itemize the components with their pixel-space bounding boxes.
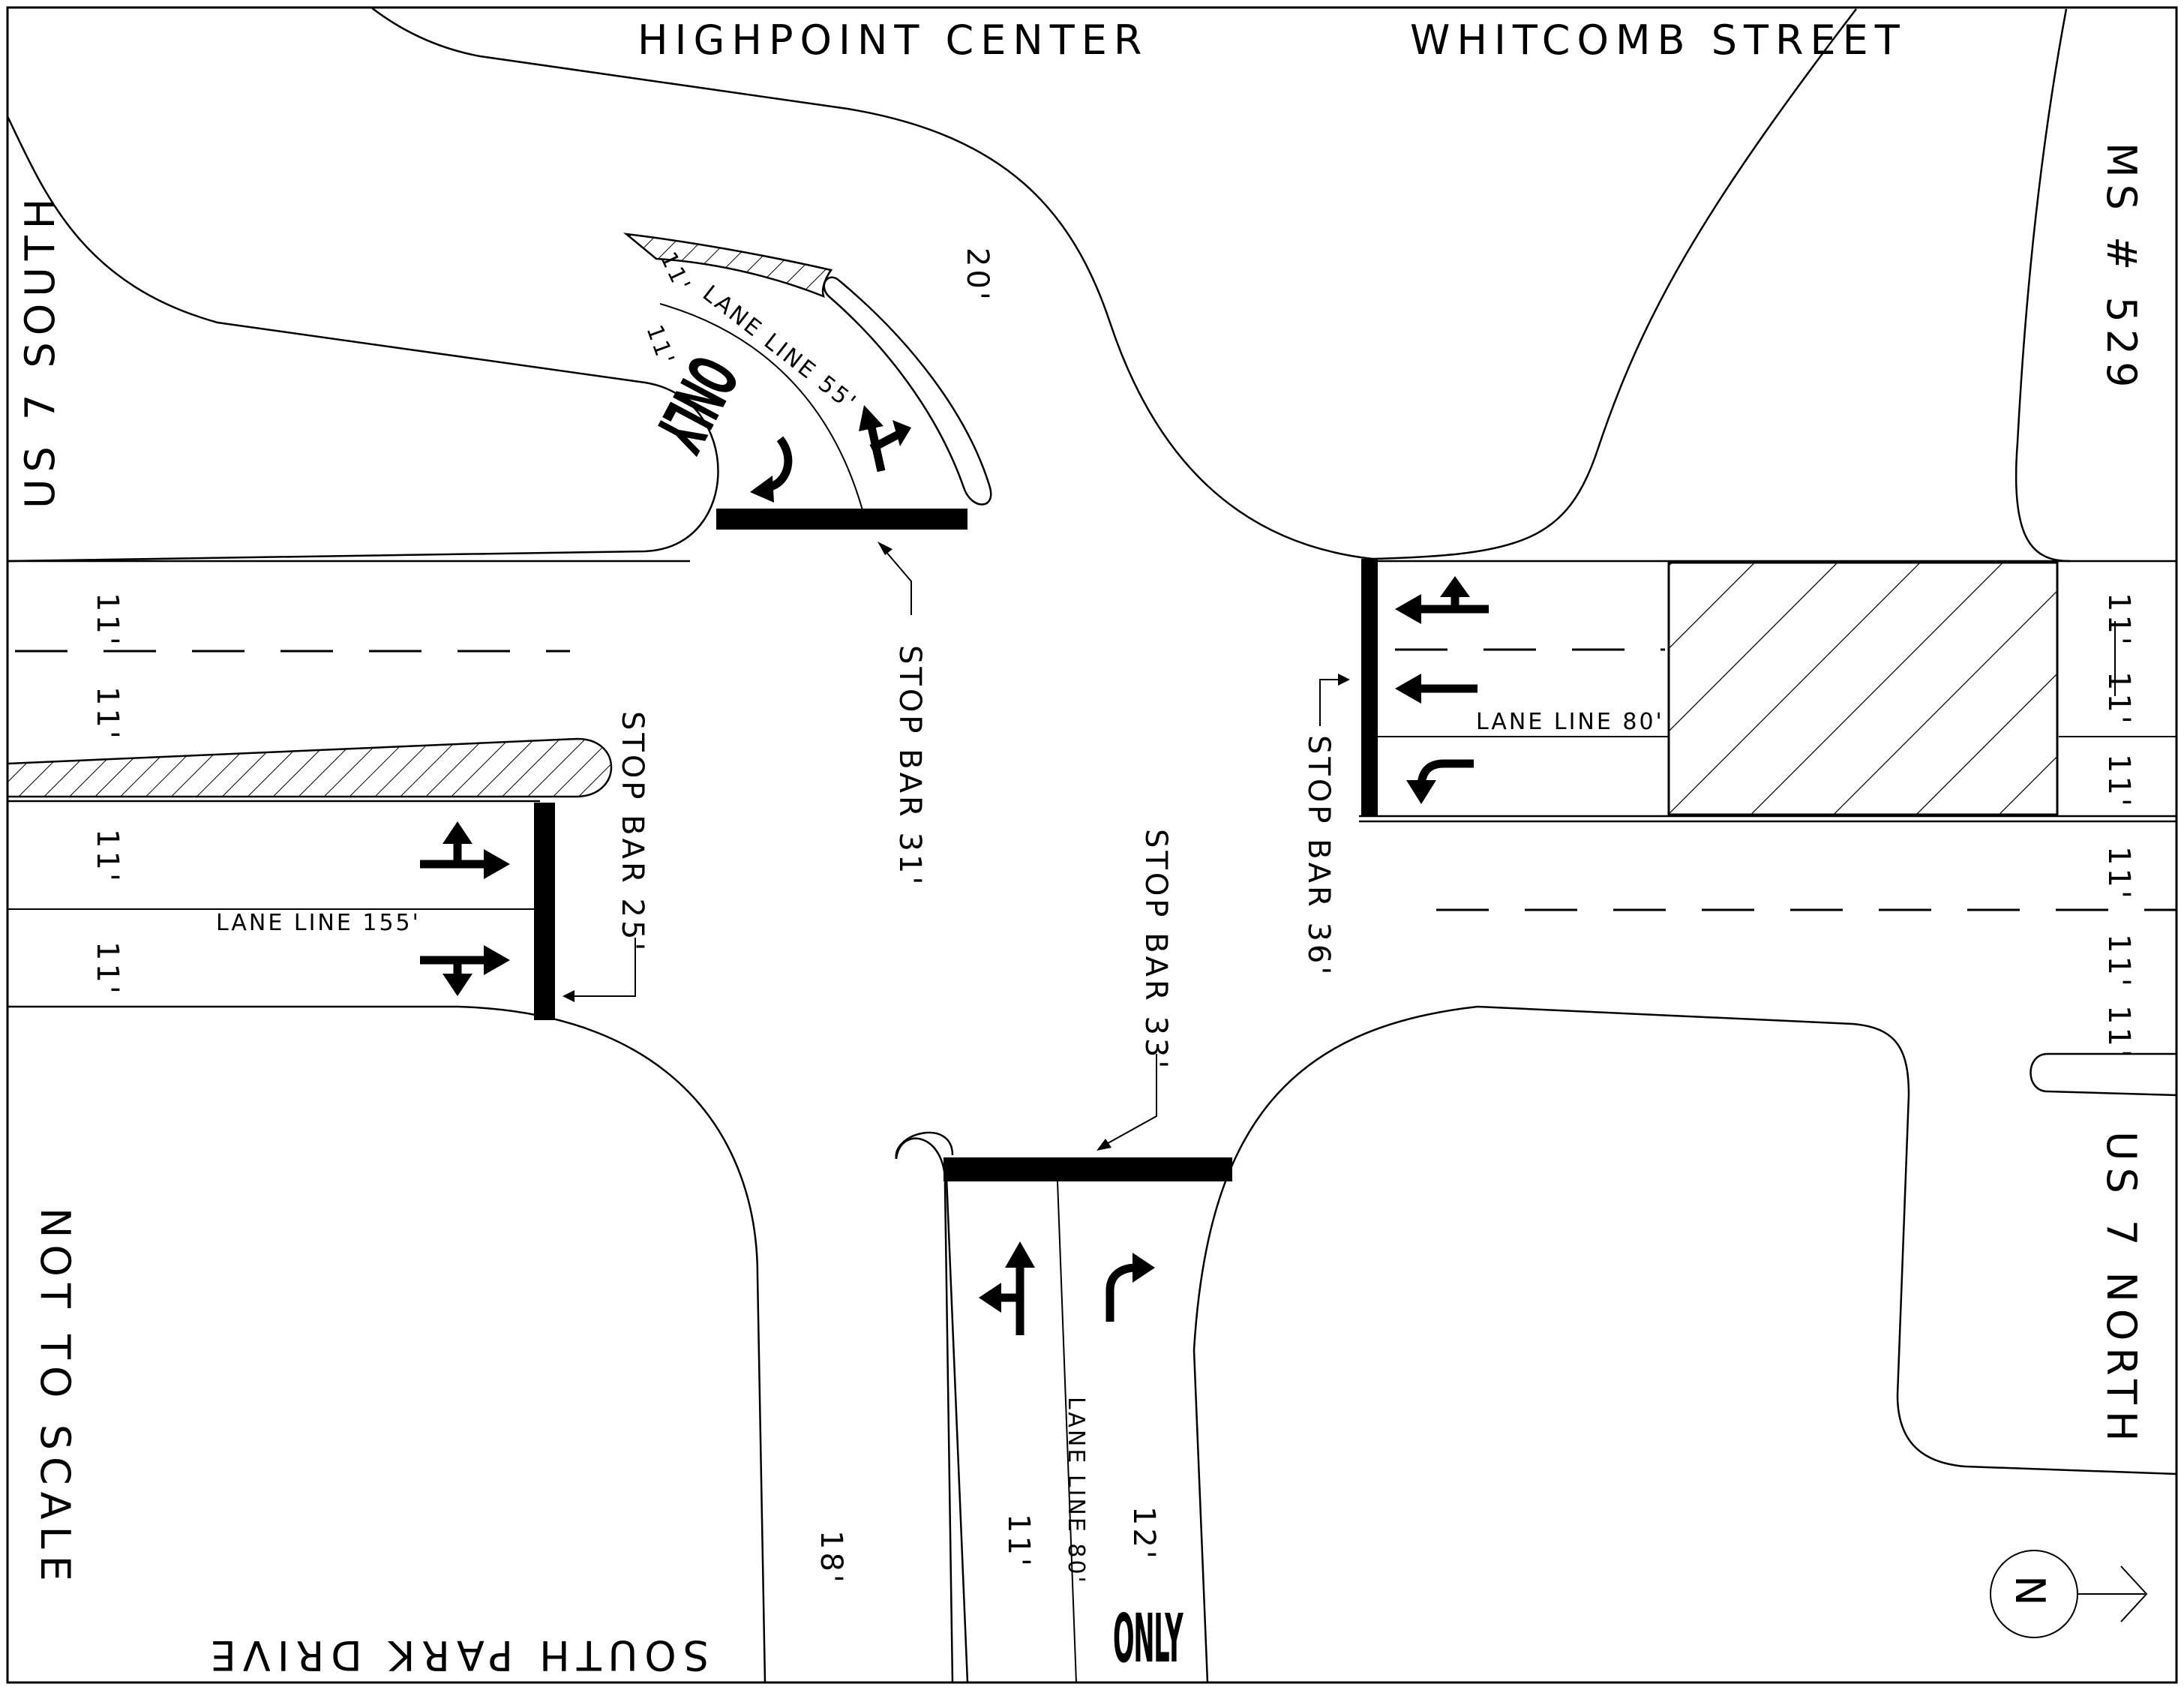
label-width-south-island: 18' — [814, 1530, 848, 1586]
west-left-through-arrow — [420, 821, 510, 879]
south-left-through-arrow — [979, 1241, 1035, 1335]
east-turn-arrow — [1406, 759, 1474, 804]
label-width-east-2: 11' — [2102, 671, 2136, 727]
north-hatched-median — [622, 233, 833, 299]
label-width-west-1: 11' — [90, 593, 124, 648]
label-width-east-4: 11' — [2102, 846, 2136, 902]
road-name-highpoint: HIGHPOINT CENTER — [638, 17, 1148, 64]
south-left-edge — [945, 1177, 969, 1683]
label-width-south-left: 11' — [1001, 1514, 1036, 1569]
label-stop-bar-east: STOP BAR 36' — [1301, 735, 1336, 977]
east-left-uturn-arrow — [1395, 576, 1489, 624]
west-right-through-arrow — [420, 945, 510, 996]
label-lane-line-east: LANE LINE 80' — [1476, 709, 1664, 735]
label-stop-bar-south: STOP BAR 33' — [1138, 829, 1173, 1071]
label-width-north-inner: 11' — [640, 322, 680, 370]
label-width-west-2: 11' — [90, 686, 124, 742]
stop-bar-west — [534, 803, 555, 1020]
label-width-north-island: 20' — [960, 248, 994, 303]
road-edges — [6, 7, 2177, 1683]
drawing-frame — [6, 6, 2178, 1684]
east-hatched-area — [1667, 561, 2059, 816]
label-width-east-3: 11' — [2102, 754, 2136, 809]
stop-bar-north — [716, 509, 968, 530]
only-marking-south: ONLY — [1113, 1599, 1184, 1678]
south-right-turn-arrow — [1106, 1253, 1155, 1322]
north-island — [823, 276, 992, 506]
north-through-left-arrow — [859, 405, 911, 473]
road-name-us7south: US 7 SOUTH — [16, 192, 64, 509]
north-arrow-letter: N — [2006, 1575, 2054, 1612]
label-lane-line-west: LANE LINE 155' — [216, 910, 421, 936]
label-width-west-4: 11' — [90, 941, 124, 997]
north-arrow-symbol: N — [1990, 1550, 2148, 1638]
label-lane-line-south: LANE LINE 80' — [1063, 1397, 1089, 1585]
label-width-east-5: 11' — [2102, 934, 2136, 989]
label-width-east-1: 11' — [2102, 593, 2136, 648]
north-turn-arrow — [750, 436, 793, 503]
road-name-us7north: US 7 NORTH — [2098, 1131, 2145, 1448]
road-name-whitcomb: WHITCOMB STREET — [1410, 17, 1906, 64]
label-stop-bar-north: STOP BAR 31' — [892, 645, 927, 887]
label-width-east-6: 11' — [2102, 1005, 2136, 1061]
label-width-west-3: 11' — [90, 829, 124, 884]
south-lane-line — [1057, 1181, 1077, 1683]
not-to-scale-note: NOT TO SCALE — [32, 1208, 79, 1588]
label-stop-bar-west: STOP BAR 25' — [615, 711, 650, 953]
label-width-south-right: 12' — [1126, 1506, 1161, 1562]
stop-bar-leaders — [562, 542, 1350, 1151]
road-name-southpark: SOUTH PARK DRIVE — [204, 1631, 709, 1679]
north-lane-line — [659, 303, 863, 511]
stop-bar-south — [944, 1157, 1232, 1181]
east-left-arrow — [1395, 674, 1478, 704]
stop-bar-east — [1361, 559, 1378, 815]
road-name-ms529: MS # 529 — [2098, 143, 2145, 395]
west-hatched-median — [6, 737, 613, 798]
